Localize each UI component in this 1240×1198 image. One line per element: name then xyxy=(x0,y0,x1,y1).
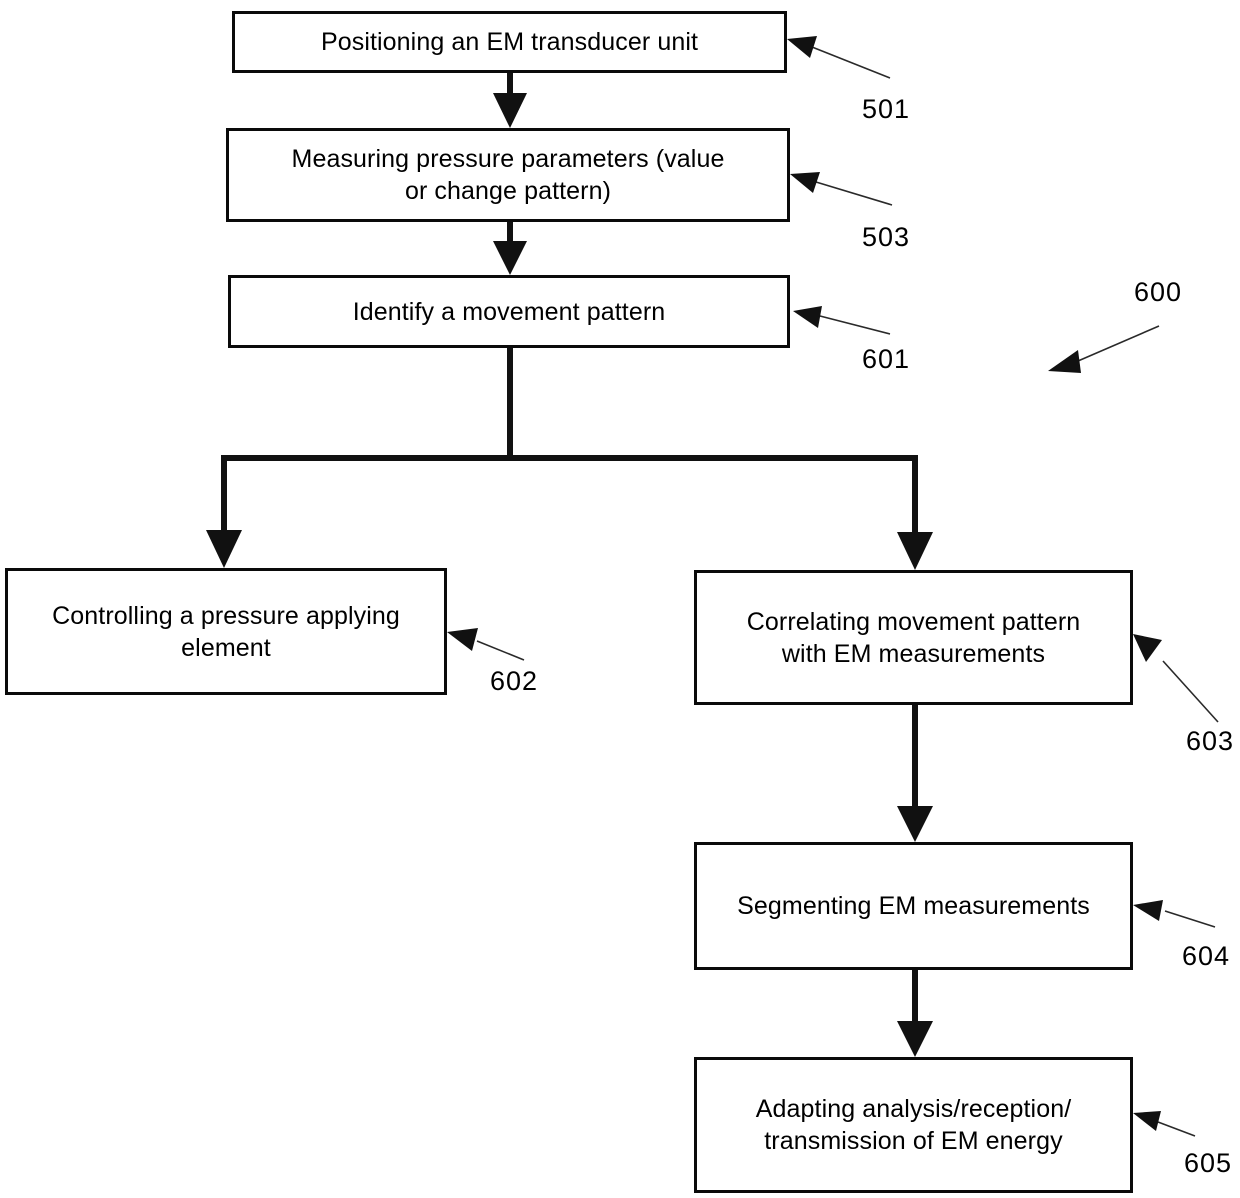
reference-numeral-602: 602 xyxy=(490,666,539,696)
connector-bus-to-correlating xyxy=(897,458,933,570)
connector-positioning-to-measuring xyxy=(493,73,527,128)
reference-numeral-603: 603 xyxy=(1186,726,1235,756)
connector-bus-to-controlling xyxy=(206,458,242,568)
process-box-correlating-label: Correlating movement pattern with EM mea… xyxy=(746,607,1081,668)
reference-numeral-503: 503 xyxy=(862,222,911,252)
reference-numeral-501: 501 xyxy=(862,94,911,124)
process-box-identify[interactable]: Identify a movement pattern xyxy=(228,275,790,348)
reference-numeral-605: 605 xyxy=(1184,1148,1233,1178)
process-box-positioning[interactable]: Positioning an EM transducer unit xyxy=(232,11,787,73)
process-box-controlling-label: Controlling a pressure applying element xyxy=(52,601,400,662)
reference-numeral-601: 601 xyxy=(862,344,911,374)
process-box-identify-label: Identify a movement pattern xyxy=(352,297,666,326)
connector-measuring-to-identify xyxy=(493,222,527,275)
process-box-adapting-label: Adapting analysis/reception/ transmissio… xyxy=(755,1095,1072,1155)
leader-601 xyxy=(793,306,891,335)
process-box-positioning-label: Positioning an EM transducer unit xyxy=(320,28,699,56)
leader-602 xyxy=(447,628,525,661)
reference-numeral-600: 600 xyxy=(1134,277,1183,307)
leader-503 xyxy=(790,172,893,206)
process-box-controlling[interactable]: Controlling a pressure applying element xyxy=(5,568,447,695)
process-box-adapting[interactable]: Adapting analysis/reception/ transmissio… xyxy=(694,1057,1133,1193)
process-box-correlating[interactable]: Correlating movement pattern with EM mea… xyxy=(694,570,1133,705)
leader-605 xyxy=(1133,1111,1196,1137)
leader-501 xyxy=(787,36,891,79)
process-box-measuring[interactable]: Measuring pressure parameters (value or … xyxy=(226,128,790,222)
leader-600 xyxy=(1048,325,1160,373)
process-box-measuring-label: Measuring pressure parameters (value or … xyxy=(291,145,725,205)
connector-correlating-to-segmenting xyxy=(897,705,933,842)
process-box-segmenting-label: Segmenting EM measurements xyxy=(737,892,1090,920)
leader-604 xyxy=(1133,900,1216,928)
leader-603 xyxy=(1133,634,1219,723)
connector-segmenting-to-adapting xyxy=(897,970,933,1057)
reference-numeral-604: 604 xyxy=(1182,941,1231,971)
process-box-segmenting[interactable]: Segmenting EM measurements xyxy=(694,842,1133,970)
connector-identify-split-bus xyxy=(221,348,918,461)
